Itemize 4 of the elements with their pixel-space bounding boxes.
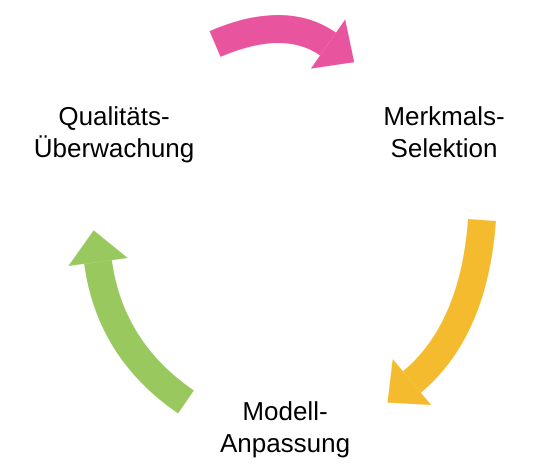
- curved-arrow: [387, 218, 496, 405]
- stage-label: Qualitäts- Überwachung: [32, 100, 196, 164]
- stage-label: Merkmals- Selektion: [382, 100, 506, 164]
- stage-label: Modell- Anpassung: [218, 395, 352, 459]
